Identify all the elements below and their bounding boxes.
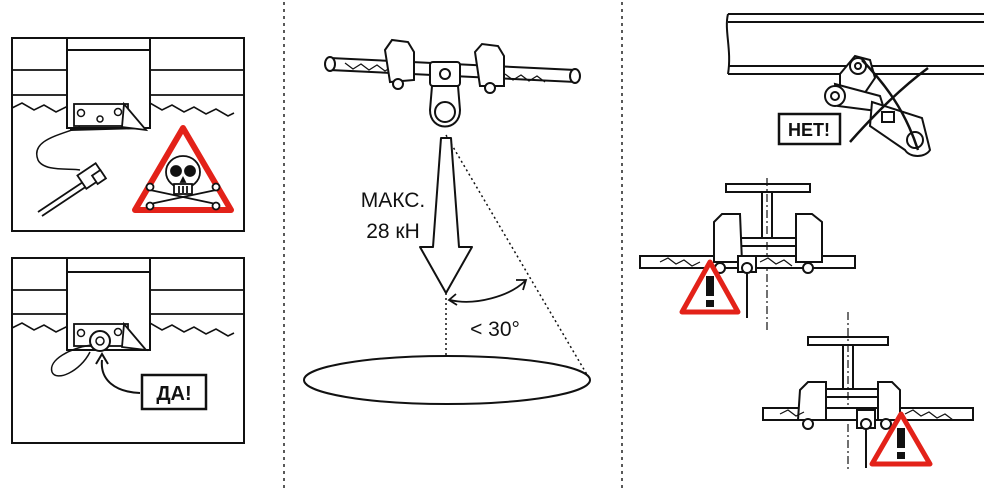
bolt-2 (113, 107, 123, 117)
fall-zone-ellipse (303, 355, 591, 405)
bolt-2 (113, 327, 123, 337)
warning-sign-1 (679, 259, 741, 315)
no-label: НЕТ! (788, 120, 830, 140)
panel-correct-pin-inserted: ДА! (11, 257, 245, 444)
cross-icon (849, 59, 929, 151)
max-label: МАКС. (361, 189, 426, 212)
panel-beam-mount-1 (639, 178, 856, 330)
bolt-1 (76, 328, 86, 338)
bolt-1 (76, 108, 86, 118)
force-label: 28 кН (366, 220, 420, 243)
angle-arc (449, 280, 526, 303)
column-dividers (283, 2, 623, 490)
trolley-wedge (121, 101, 149, 132)
trolley-clamps (383, 38, 505, 94)
skull-crossbones-icon (145, 155, 221, 211)
panel-beam-mount-2 (762, 312, 974, 470)
warning-sign-2 (869, 411, 933, 467)
arrow-to-pin-icon (100, 359, 141, 394)
removed-pin (37, 161, 108, 217)
panel-wrong-orientation: НЕТ! (725, 13, 984, 157)
i-beam-side (725, 13, 984, 75)
load-arrow-icon (419, 137, 473, 294)
clamp-device (762, 381, 974, 468)
lanyard-loop (50, 344, 93, 377)
angle-label: < 30° (470, 318, 520, 341)
danger-warning-sign (132, 125, 234, 213)
clamp-device (639, 213, 856, 318)
panel-load-diagram: МАКС. 28 кН < 30° (303, 38, 591, 405)
lanyard-cord (35, 126, 81, 171)
yes-badge (140, 373, 208, 411)
yes-label: ДА! (156, 383, 191, 405)
anchor-eye (428, 61, 462, 128)
panel-wrong-pin-removed (11, 37, 245, 232)
trolley-wedge (121, 321, 149, 352)
no-badge (777, 112, 842, 146)
pin-hole-empty (96, 115, 104, 123)
